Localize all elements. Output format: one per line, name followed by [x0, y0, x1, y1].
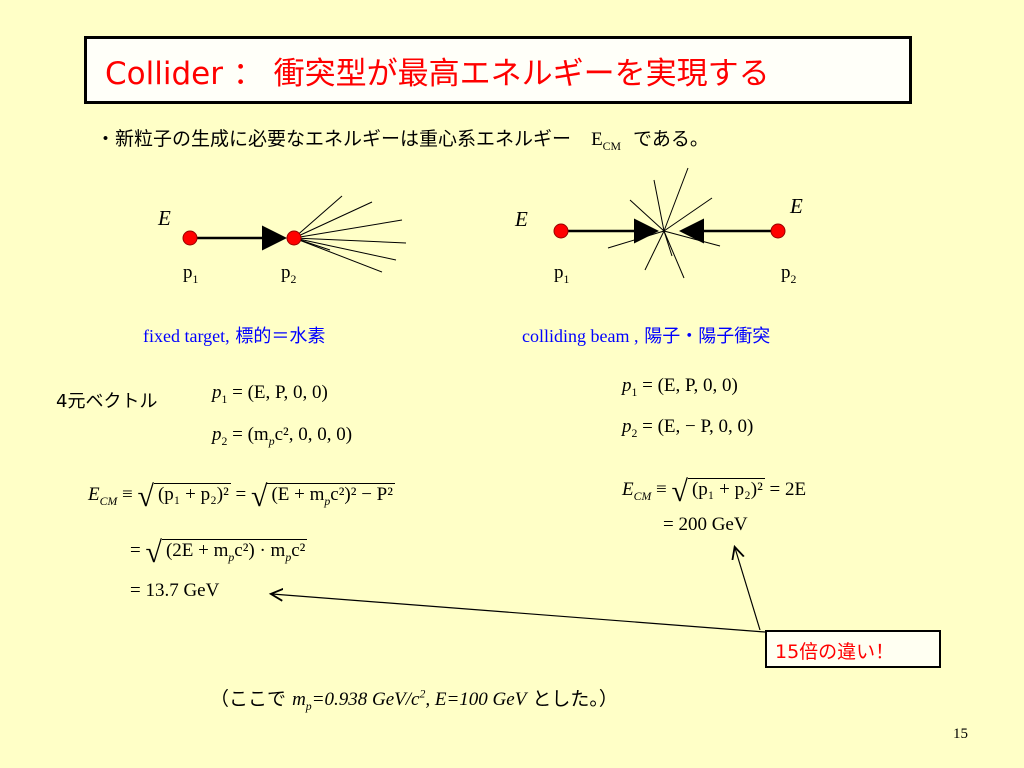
right-ecm-equation: ECM ≡ √(p₁ + p₂)² = 2E	[622, 475, 807, 508]
colliding-beam-diagram	[553, 167, 786, 279]
note-box	[765, 630, 941, 668]
page-number: 15	[953, 726, 968, 742]
four-vector-label: 4元ベクトル	[56, 391, 158, 412]
title-box	[84, 36, 912, 104]
product-tracks	[293, 195, 407, 273]
colliding-beam-caption: colliding beam , 陽子・陽子衝突	[522, 326, 771, 347]
left-ecm-line1: ECM ≡ √(p₁ + p₂)² = √(E + mpc²)² − P²	[88, 480, 395, 513]
proton-p1	[182, 230, 198, 246]
fixed-target-diagram	[182, 195, 407, 273]
title-separator: ：	[232, 56, 264, 92]
arrow-to-collider-result	[735, 548, 761, 631]
proton-p1-colliding	[553, 223, 569, 239]
proton-p2-colliding	[770, 223, 786, 239]
proton-p2	[286, 230, 302, 246]
left-p1-equation: p1 = (E, P, 0, 0)	[212, 382, 328, 406]
right-p2-equation: p2 = (E, − P, 0, 0)	[622, 416, 754, 440]
bullet-line: ・新粒子の生成に必要なエネルギーは重心系エネルギー ECM である。	[96, 124, 709, 154]
arrow-to-fixed-result	[272, 594, 766, 633]
fixed-energy-label: E	[158, 206, 171, 230]
ecm-symbol: ECM	[591, 129, 621, 153]
collide-p2-label: p2	[781, 262, 797, 286]
fixed-p2-label: p2	[281, 262, 297, 286]
bullet-suffix: である。	[633, 128, 709, 150]
collision-tracks	[607, 167, 721, 279]
left-result: = 13.7 GeV	[130, 580, 220, 601]
right-result: = 200 GeV	[663, 514, 748, 535]
right-p1-equation: p1 = (E, P, 0, 0)	[622, 375, 738, 399]
collision-diagrams	[182, 167, 786, 279]
collide-energy-left: E	[515, 207, 528, 231]
collide-p1-label: p1	[554, 262, 570, 286]
note-text: 15倍の違い！	[775, 641, 895, 663]
bullet-text: ・新粒子の生成に必要なエネルギーは重心系エネルギー	[96, 128, 572, 150]
fixed-target-caption: fixed target, 標的＝水素	[143, 326, 326, 347]
title-japanese: 衝突型が最高エネルギーを実現する	[273, 56, 770, 92]
left-ecm-line2: = √(2E + mpc²) · mpc²	[130, 536, 308, 569]
collide-energy-right: E	[790, 194, 803, 218]
left-p2-equation: p2 = (mpc², 0, 0, 0)	[212, 424, 353, 448]
fixed-p1-label: p1	[183, 262, 199, 286]
title-collider: Collider	[105, 56, 223, 92]
slide-title: Collider ： 衝突型が最高エネルギーを実現する	[105, 48, 770, 93]
footer-note: （ここで mp=0.938 GeV/c2, E=100 GeV とした。）	[210, 687, 618, 713]
